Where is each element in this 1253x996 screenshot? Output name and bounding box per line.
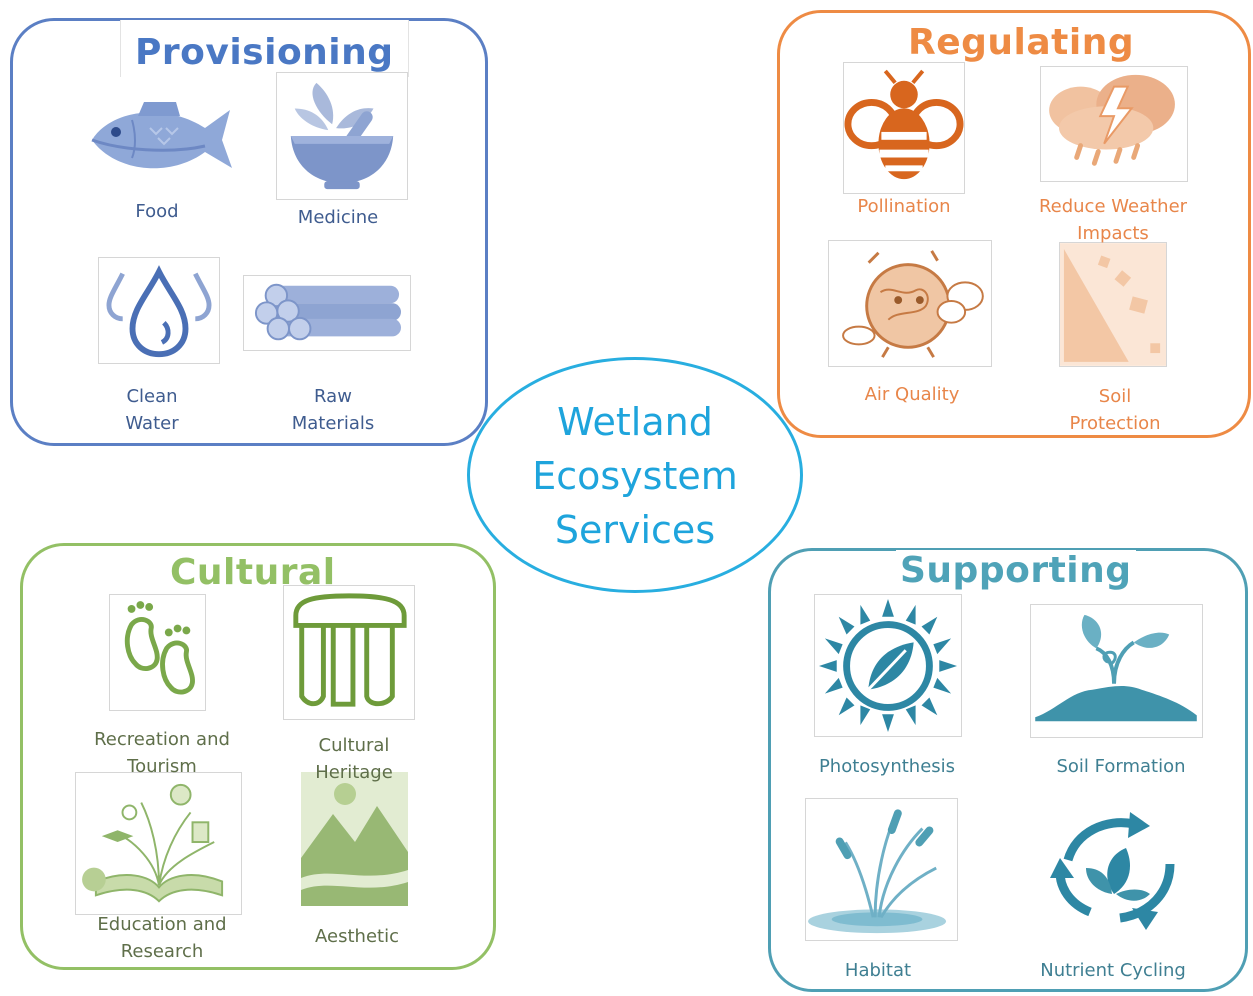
recreation-tile: [109, 594, 206, 711]
center-title: Wetland Ecosystem Services: [532, 400, 738, 552]
storm-cloud-icon: [1049, 74, 1175, 166]
raw-materials-tile: [243, 275, 411, 351]
habitat-label: Habitat: [844, 960, 912, 981]
provisioning-panel: [10, 18, 488, 446]
regulating-title: Regulating: [902, 22, 1141, 63]
recreation-label: Recreation and Tourism: [94, 729, 230, 777]
clean-water-tile: [98, 257, 220, 364]
aesthetic-label: Aesthetic: [315, 926, 399, 947]
reduce-weather-tile: [1040, 66, 1188, 182]
stonehenge-icon: [293, 593, 407, 707]
cultural-heritage-label: Cultural Heritage: [315, 735, 393, 783]
mortar-pestle-icon: [290, 82, 394, 190]
bee-icon: [844, 69, 964, 180]
supporting-panel: [768, 548, 1248, 992]
education-label: Education and Research: [97, 914, 227, 962]
reduce-weather-label: Reduce Weather Impacts: [1038, 196, 1188, 244]
cattails-icon: [808, 809, 947, 934]
photosynthesis-label: Photosynthesis: [818, 756, 956, 777]
landscape-icon: [301, 772, 408, 906]
medicine-tile: [276, 72, 408, 200]
food-tile: [80, 88, 240, 180]
soil-protection-tile: [1059, 242, 1167, 367]
soil-formation-label: Soil Formation: [1056, 756, 1186, 777]
supporting-title: Supporting: [896, 550, 1136, 591]
air-quality-label: Air Quality: [864, 384, 960, 405]
center-ellipse: [467, 357, 803, 593]
air-quality-tile: [828, 240, 992, 367]
provisioning-title: Provisioning: [120, 20, 409, 77]
pollination-label: Pollination: [857, 196, 951, 217]
footprints-icon: [124, 601, 195, 695]
soil-protection-label: Soil Protection: [1069, 386, 1161, 434]
logs-icon: [254, 283, 401, 341]
medicine-label: Medicine: [297, 207, 379, 228]
water-drops-icon: [106, 265, 212, 358]
raw-materials-label: Raw Materials: [291, 386, 375, 434]
fish-icon: [91, 102, 232, 169]
recycle-leaf-icon: [1050, 812, 1175, 930]
clean-water-label: Clean Water: [125, 386, 179, 434]
nutrient-cycling-label: Nutrient Cycling: [1040, 960, 1186, 981]
aesthetic-tile: [301, 772, 408, 906]
open-book-icon: [82, 783, 224, 903]
cultural-heritage-tile: [283, 585, 415, 720]
regulating-panel: [777, 10, 1251, 438]
habitat-tile: [805, 798, 958, 941]
food-label: Food: [135, 201, 179, 222]
nutrient-cycling-tile: [1046, 808, 1184, 930]
landslide-icon: [1060, 243, 1166, 366]
photosynthesis-tile: [814, 594, 962, 737]
polluted-earth-icon: [842, 250, 984, 358]
sun-leaf-icon: [818, 598, 958, 733]
cultural-panel: [20, 543, 496, 970]
pollination-tile: [843, 62, 965, 194]
sprout-soil-icon: [1035, 614, 1197, 722]
education-tile: [75, 772, 242, 915]
soil-formation-tile: [1030, 604, 1203, 738]
